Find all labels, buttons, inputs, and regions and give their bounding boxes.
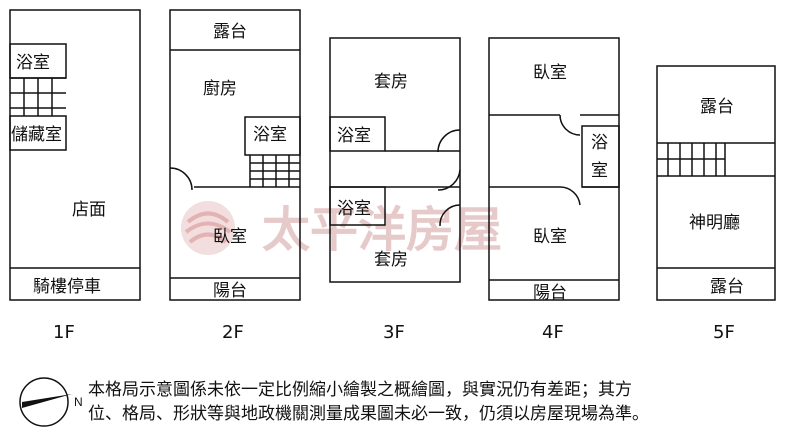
room-terrace-top: 露台 xyxy=(700,97,734,117)
disclaimer-note: 本格局示意圖係未依一定比例縮小繪製之概繪圖，與實況仍有差距；其方 位、格局、形狀… xyxy=(88,378,788,426)
room-bath-char-2: 室 xyxy=(591,161,608,181)
compass-north-label: N xyxy=(74,395,83,409)
room-bath: 浴室 xyxy=(16,53,50,73)
room-bath-bottom: 浴室 xyxy=(337,199,371,219)
room-suite-bottom: 套房 xyxy=(374,250,408,270)
watermark-text: 太平洋房屋 xyxy=(262,202,502,258)
disclaimer-line-2: 位、格局、形狀等與地政機關測量成果圖未必一致，仍須以房屋現場為準。 xyxy=(88,404,649,424)
disclaimer-line-1: 本格局示意圖係未依一定比例縮小繪製之概繪圖，與實況仍有差距；其方 xyxy=(88,380,632,400)
room-bath: 浴室 xyxy=(253,125,287,145)
room-balcony: 陽台 xyxy=(533,283,567,303)
room-kitchen: 廚房 xyxy=(203,78,237,99)
compass-icon: N xyxy=(19,377,83,427)
room-terrace-bottom: 露台 xyxy=(710,277,744,297)
floor-label-3f: 3F xyxy=(383,322,405,343)
floor-3f: 套房 浴室 浴室 套房 3F xyxy=(329,37,461,343)
room-parking: 騎樓停車 xyxy=(33,277,101,297)
floor-label-5f: 5F xyxy=(713,322,735,343)
watermark: 太平洋房屋 xyxy=(181,201,502,258)
floor-4f: 臥室 浴 室 臥室 陽台 4F xyxy=(488,37,620,343)
room-bedroom-bottom: 臥室 xyxy=(533,227,567,247)
floor-label-2f: 2F xyxy=(222,322,244,343)
room-suite-top: 套房 xyxy=(374,72,408,92)
floor-1f: 浴室 儲藏室 店面 騎樓停車 1F xyxy=(9,9,141,343)
floor-label-1f: 1F xyxy=(53,322,75,343)
room-storage: 儲藏室 xyxy=(11,125,62,145)
room-bath-char-1: 浴 xyxy=(591,133,608,153)
room-shop: 店面 xyxy=(72,200,106,220)
room-shrine: 神明廳 xyxy=(689,213,740,233)
room-bedroom-top: 臥室 xyxy=(533,63,567,83)
room-bath-top: 浴室 xyxy=(337,126,371,146)
room-balcony: 陽台 xyxy=(213,281,247,301)
room-bedroom: 臥室 xyxy=(213,227,247,247)
room-terrace: 露台 xyxy=(213,22,247,42)
floor-label-4f: 4F xyxy=(542,322,564,343)
floor-2f: 露台 廚房 浴室 臥室 陽台 2F xyxy=(169,9,301,343)
floor-5f: 露台 神明廳 露台 5F xyxy=(656,65,776,343)
